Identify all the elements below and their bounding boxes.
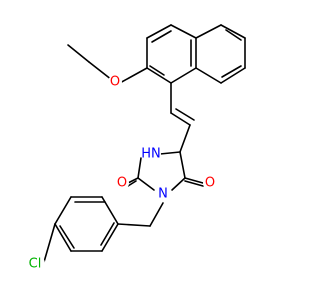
atom-o-carbonyl-right-label: O [205,176,215,191]
atom-label-layer: O HN N O O Cl [25,75,217,274]
double-bond-line-10 [100,222,115,246]
bond-12 [220,67,246,84]
bond-29 [54,223,72,252]
bond-7 [170,67,197,84]
double-bond-line-2 [149,65,165,76]
bond-22 [127,177,139,184]
double-bond-line-7 [184,180,204,187]
atom-cl-label: Cl [29,257,42,272]
atom-o-ether-label: O [110,75,120,90]
atom-cl: Cl [25,254,45,274]
molecule-diagram: O HN N O O Cl [25,24,246,274]
bond-17 [159,151,181,155]
bond-15 [170,112,191,126]
atom-o-ether: O [108,75,122,90]
double-bond-line-0 [151,30,172,43]
bond-5 [170,24,197,39]
bond-13 [195,67,222,84]
atom-o-carbonyl-right: O [203,176,217,191]
bond-26 [101,196,119,225]
bond-20 [171,177,186,191]
double-bond-line-9 [59,225,75,249]
double-bond-line-4 [221,65,242,78]
bond-10 [220,24,246,39]
atom-nh: HN [141,144,161,164]
bond-1 [88,61,113,81]
atom-o-carbonyl-left: O [115,176,129,191]
atom-o-carbonyl-left-label: O [117,176,127,191]
bond-9 [195,24,222,39]
bond-16 [179,124,191,153]
atom-n-ring-label: N [158,187,168,202]
bond-2 [117,67,148,85]
bond-32 [43,223,56,263]
double-bond-line-6 [127,180,137,187]
bond-layer [43,24,246,263]
atom-nh-label: HN [141,147,161,162]
bond-18 [137,157,142,179]
bond-0 [67,44,90,63]
bond-21 [179,151,186,179]
bond-28 [54,196,72,225]
double-bond-line-3 [225,29,242,41]
bond-25 [117,223,151,227]
bond-4 [146,24,172,39]
bond-8 [146,67,172,84]
bond-23 [184,177,204,184]
bond-24 [149,202,164,227]
bond-31 [101,223,119,252]
atom-n-ring: N [156,187,170,202]
double-bond-line-5 [175,108,195,121]
bond-19 [137,177,155,191]
